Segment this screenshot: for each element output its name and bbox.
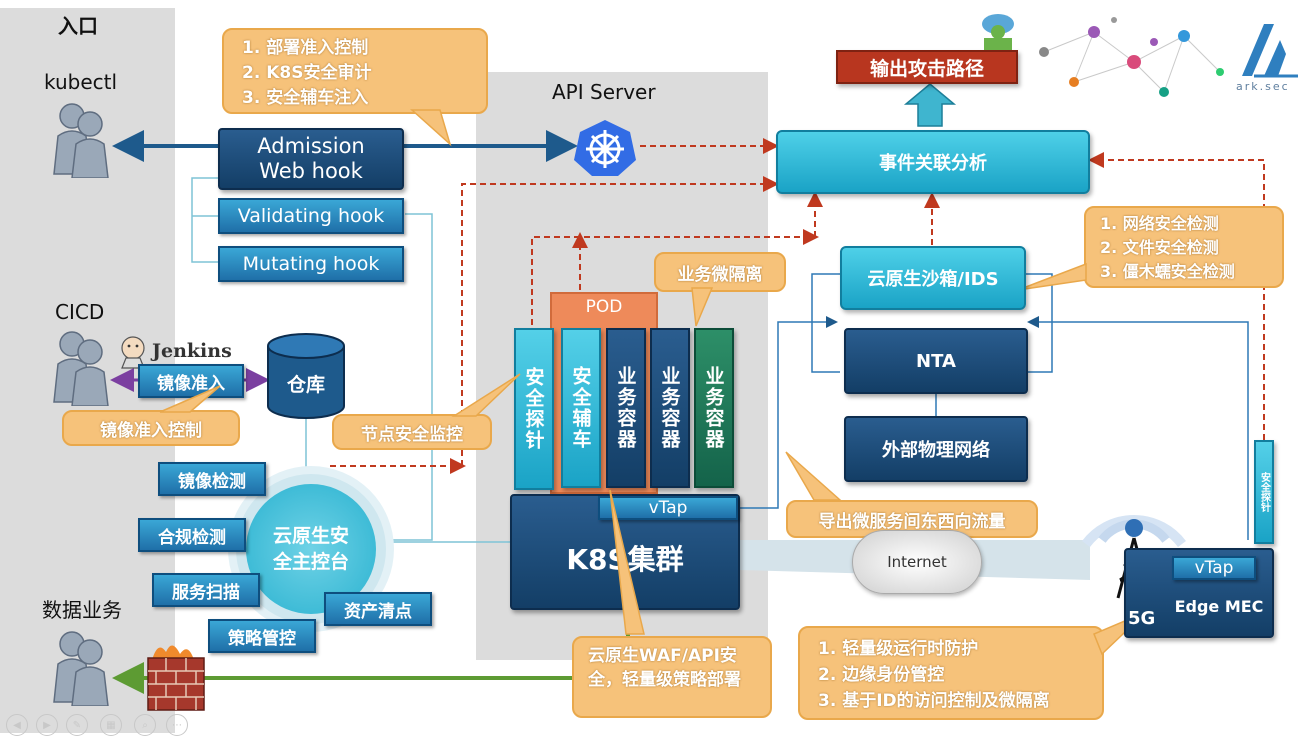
security-callout-line: 1. 网络安全检测 — [1100, 214, 1219, 233]
data-business-user-icon — [53, 631, 109, 706]
repository-icon[interactable] — [266, 332, 346, 422]
repository-label: 仓库 — [286, 374, 325, 396]
security-probe-column[interactable]: 安全探针 — [514, 328, 554, 490]
kubernetes-icon[interactable] — [572, 118, 638, 178]
image-access-box[interactable]: 镜像准入 — [138, 364, 244, 398]
kubectl-user-icon — [53, 103, 109, 178]
pod-label: POD — [585, 297, 623, 317]
sandbox-ids-box[interactable]: 云原生沙箱/IDS — [840, 246, 1026, 310]
jenkins-icon — [121, 336, 145, 369]
node-monitor-callout: 节点安全监控 — [332, 414, 492, 450]
more-options-icon[interactable]: ⋯ — [166, 714, 188, 736]
network-graph-icon — [1039, 17, 1224, 97]
edge-callout-line: 2. 边缘身份管控 — [818, 665, 945, 685]
security-callout-line: 2. 文件安全检测 — [1100, 238, 1219, 257]
admission-callout-line: 3. 安全辅车注入 — [242, 88, 369, 108]
admission-callout: 1. 部署准入控制 2. K8S安全审计 3. 安全辅车注入 — [222, 28, 488, 114]
firewall-icon — [147, 645, 205, 711]
arksec-logo-icon — [1242, 24, 1298, 78]
5g-label: 5G — [1128, 608, 1156, 629]
side-item-image-scan[interactable]: 镜像检测 — [158, 462, 266, 496]
up-arrow-icon — [903, 83, 957, 127]
admission-callout-line: 2. K8S安全审计 — [242, 63, 372, 83]
security-console[interactable]: 云原生安全主控台 — [246, 484, 376, 614]
business-container-column[interactable]: 业务容器 — [606, 328, 646, 488]
admission-webhook[interactable]: Admission Web hook — [218, 128, 404, 190]
business-container-column[interactable]: 业务容器 — [694, 328, 734, 488]
cicd-user-icon — [53, 331, 109, 406]
pen-icon[interactable]: ✎ — [66, 714, 88, 736]
admission-webhook-label: Admission Web hook — [257, 134, 365, 183]
zoom-icon[interactable]: ⌕ — [134, 714, 156, 736]
asset-inventory-box[interactable]: 资产清点 — [324, 592, 432, 626]
validating-hook[interactable]: Validating hook — [218, 198, 404, 234]
external-network-box[interactable]: 外部物理网络 — [844, 416, 1028, 482]
next-slide-icon[interactable]: ▶ — [36, 714, 58, 736]
event-correlation-box[interactable]: 事件关联分析 — [776, 130, 1090, 194]
entry-title: 入口 — [58, 14, 98, 38]
internet-cloud: Internet — [852, 530, 982, 594]
edge-callout: 1. 轻量级运行时防护 2. 边缘身份管控 3. 基于ID的访问控制及微隔离 — [798, 626, 1104, 720]
image-access-control-callout: 镜像准入控制 — [62, 410, 240, 446]
nta-box[interactable]: NTA — [844, 328, 1028, 394]
security-detection-callout: 1. 网络安全检测 2. 文件安全检测 3. 僵木蠕安全检测 — [1084, 206, 1284, 288]
cicd-label: CICD — [55, 300, 105, 324]
security-callout-line: 3. 僵木蠕安全检测 — [1100, 262, 1235, 281]
edge-callout-line: 1. 轻量级运行时防护 — [818, 639, 979, 659]
side-item-compliance[interactable]: 合规检测 — [138, 518, 246, 552]
vtap-box[interactable]: vTap — [598, 496, 738, 520]
edge-callout-line: 3. 基于ID的访问控制及微隔离 — [818, 691, 1050, 711]
prev-slide-icon[interactable]: ◀ — [6, 714, 28, 736]
api-server-label: API Server — [552, 80, 656, 104]
security-sidecar-column[interactable]: 安全辅车 — [561, 328, 601, 488]
edge-vtap-box[interactable]: vTap — [1172, 556, 1256, 580]
side-item-policy[interactable]: 策略管控 — [208, 619, 316, 653]
hacker-icon — [982, 14, 1014, 50]
output-attack-path[interactable]: 输出攻击路径 — [836, 50, 1018, 84]
kubectl-label: kubectl — [44, 70, 118, 94]
mutating-hook[interactable]: Mutating hook — [218, 246, 404, 282]
logo-text: ark.sec — [1236, 80, 1290, 93]
edge-security-probe[interactable]: 安全探针 — [1254, 440, 1274, 544]
micro-isolation-callout: 业务微隔离 — [654, 252, 786, 292]
data-business-label: 数据业务 — [42, 598, 122, 622]
business-container-column[interactable]: 业务容器 — [650, 328, 690, 488]
side-item-service-scan[interactable]: 服务扫描 — [152, 573, 260, 607]
jenkins-label: Jenkins — [152, 340, 232, 362]
admission-callout-line: 1. 部署准入控制 — [242, 38, 369, 58]
waf-callout: 云原生WAF/API安全，轻量级策略部署 — [572, 636, 772, 718]
slides-grid-icon[interactable]: ▦ — [100, 714, 122, 736]
